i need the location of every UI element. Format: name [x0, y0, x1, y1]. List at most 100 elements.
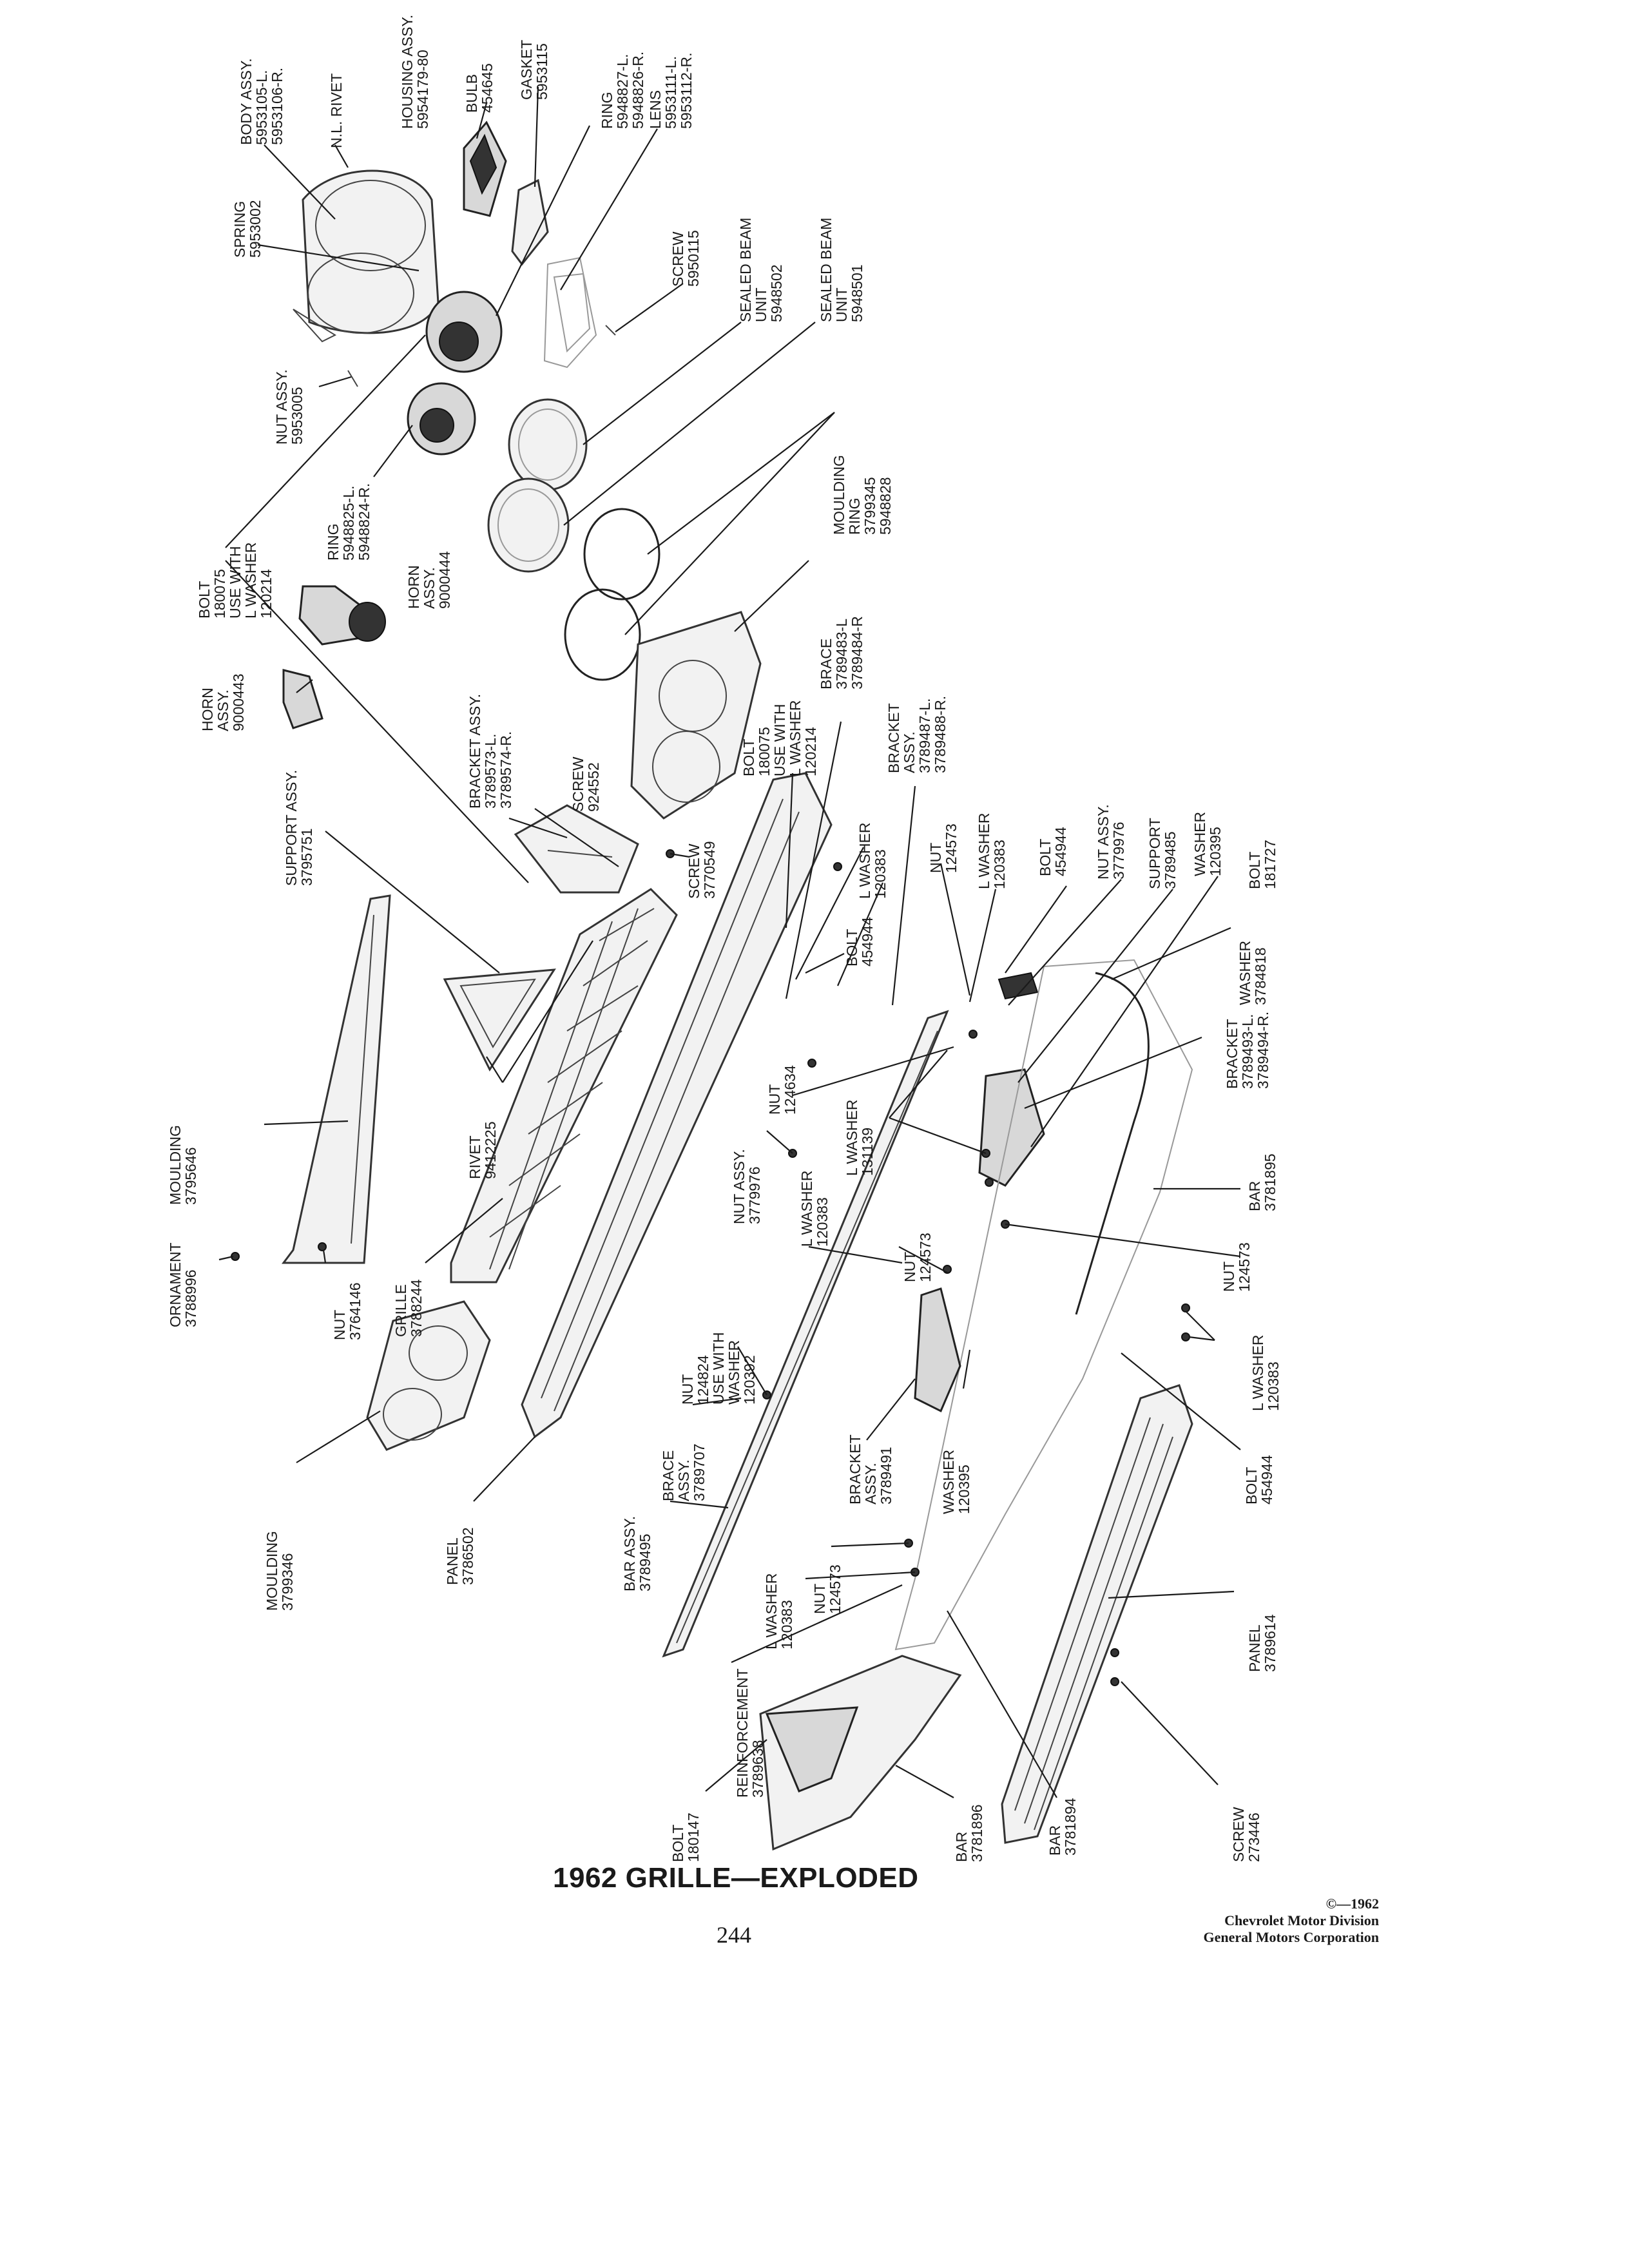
callout-line: SEALED BEAM [818, 218, 834, 322]
small-hardware-upper [347, 325, 616, 387]
callout-line: BODY ASSY. [238, 58, 255, 145]
callout-line: 3789487-L. [916, 698, 933, 773]
callout-line: WASHER [726, 1340, 742, 1405]
callout-line: 120214 [802, 727, 819, 776]
copyright-division: Chevrolet Motor Division [1224, 1912, 1379, 1928]
callout-line: UNIT [753, 287, 769, 322]
callout-line: 3789574-R. [497, 731, 514, 809]
bracket-3789573-illustration [514, 804, 639, 894]
bar-3781895-illustration [1075, 972, 1150, 1315]
callout-line: 9000444 [436, 551, 453, 609]
callout-line: 3799346 [279, 1553, 296, 1611]
callout-line: 5953111-L. [662, 56, 679, 129]
page-title: 1962 GRILLE—EXPLODED [553, 1862, 919, 1894]
copyright-corporation: General Motors Corporation [1203, 1929, 1380, 1945]
panel-3789614-illustration [1001, 1384, 1193, 1844]
callout-line: BRACE [660, 1450, 677, 1501]
callout-line: 120392 [741, 1355, 758, 1405]
bar-3781896-illustration [759, 1655, 962, 1851]
callout-bar-assy-3789495: BAR ASSY.3789495 [621, 1516, 653, 1591]
callout-line: 3789614 [1262, 1614, 1278, 1672]
callout-line: 3789638 [749, 1740, 766, 1798]
housing-illustration [463, 120, 507, 217]
callout-line: 124634 [782, 1065, 798, 1115]
moulding-3799346-illustration [366, 1300, 491, 1451]
callout-line: L WASHER [798, 1171, 815, 1247]
callout-line: NUT [766, 1084, 783, 1115]
leader-lines [218, 86, 1241, 1798]
callout-nut-assy-3779976-b: NUT ASSY.3779976 [731, 1149, 763, 1224]
callout-line: MOULDING [831, 455, 847, 535]
callout-line: SEALED BEAM [737, 218, 754, 322]
callout-line: WASHER [1237, 941, 1253, 1005]
callout-line: SPRING [231, 201, 248, 258]
callout-line: BOLT [1243, 1467, 1260, 1504]
callout-line: 5953105-L. [253, 70, 270, 145]
callout-line: BRACKET [1224, 1019, 1240, 1089]
callout-line: 9412225 [482, 1121, 499, 1179]
support-3795751-illustration [443, 968, 556, 1072]
callout-line: ASSY. [215, 689, 231, 731]
callout-line: 124573 [917, 1233, 934, 1282]
copyright-block: ©—1962 Chevrolet Motor Division General … [1121, 1896, 1380, 1946]
callout-line: L WASHER [763, 1573, 780, 1649]
callout-line: 3786502 [459, 1527, 476, 1585]
callout-line: L WASHER [787, 700, 804, 776]
callout-line: 124573 [1236, 1242, 1253, 1292]
callout-line: 3789707 [691, 1443, 708, 1501]
callout-line: NUT ASSY. [731, 1149, 747, 1224]
callout-line: 124573 [943, 823, 959, 873]
callout-line: 273446 [1246, 1812, 1262, 1862]
callout-nut-assy-5953005: NUT ASSY.5953005 [273, 369, 305, 445]
callout-line: WASHER [940, 1450, 957, 1514]
callout-line: 5953112-R. [678, 53, 695, 130]
callout-line: NUT [679, 1374, 696, 1405]
callout-line: GRILLE [392, 1284, 409, 1337]
callout-line: BAR [953, 1832, 970, 1862]
callout-line: BRACKET [847, 1434, 863, 1504]
callout-line: ASSY. [421, 567, 438, 609]
callout-line: 3779976 [1110, 822, 1127, 879]
callout-line: BRACE [818, 639, 834, 689]
callout-line: NUT [927, 843, 944, 873]
bar-assy-3789495-illustration [662, 1010, 949, 1658]
callout-line: 3779976 [746, 1166, 763, 1224]
callout-line: 5948827-L. [614, 54, 631, 129]
callout-line: REINFORCEMENT [734, 1668, 751, 1798]
callout-line: RING [325, 524, 342, 561]
callout-line: 3795751 [298, 828, 315, 886]
callout-line: NUT ASSY. [1095, 804, 1112, 879]
callout-line: 3788244 [408, 1279, 425, 1337]
callout-line: SCREW [1230, 1807, 1247, 1862]
callout-line: USE WITH [771, 704, 788, 776]
callout-line: MOULDING [264, 1531, 280, 1611]
horn-9000443-illustration [282, 669, 323, 729]
callout-line: BULB [463, 74, 480, 113]
callout-line: SUPPORT [1146, 818, 1163, 889]
callout-line: BOLT [843, 929, 860, 966]
callout-line: BAR [1246, 1181, 1263, 1211]
callout-line: 3795646 [182, 1147, 199, 1205]
